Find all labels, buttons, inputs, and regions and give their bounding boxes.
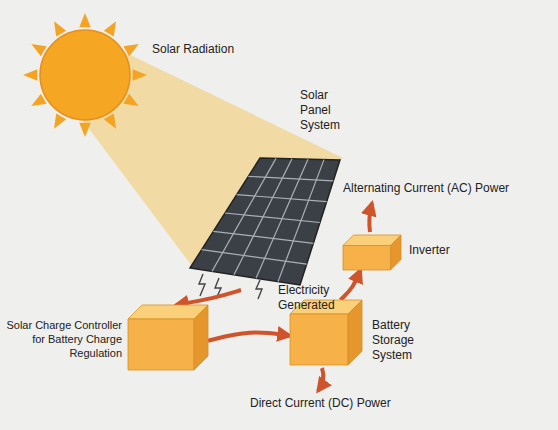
ac-power-arrow	[369, 203, 372, 232]
sun-ray	[79, 13, 90, 27]
solar-panel-shape	[185, 150, 345, 290]
power-label: Direct Current (DC) Power	[250, 396, 430, 411]
edge-label: Electricity Generated	[278, 283, 350, 313]
sun-circle: Solar Radiation	[40, 30, 130, 120]
node-label: Battery Storage System	[372, 318, 442, 363]
solar-panel: Solar Panel System	[185, 150, 345, 290]
inverter-box: Inverter	[343, 235, 401, 270]
sun-circle-shape	[40, 30, 130, 120]
node-label: Solar Charge Controller for Battery Char…	[4, 319, 122, 360]
node-label: Inverter	[409, 243, 479, 258]
dc-power-arrow	[318, 368, 323, 391]
node-label: Solar Panel System	[300, 88, 352, 133]
node-label: Solar Radiation	[152, 42, 262, 57]
sun-ray	[79, 123, 90, 137]
inverter-box-shape	[343, 235, 401, 270]
sun-rays	[23, 13, 147, 137]
power-flow-arrow	[340, 270, 360, 300]
charge-controller-box: Solar Charge Controller for Battery Char…	[128, 305, 208, 370]
sun-ray	[133, 69, 147, 80]
charge-controller-box-shape	[128, 305, 208, 370]
power-flow-arrow	[176, 290, 241, 305]
sun-ray	[23, 69, 37, 80]
power-flow-arrow	[208, 333, 290, 341]
power-label: Alternating Current (AC) Power	[343, 181, 543, 196]
